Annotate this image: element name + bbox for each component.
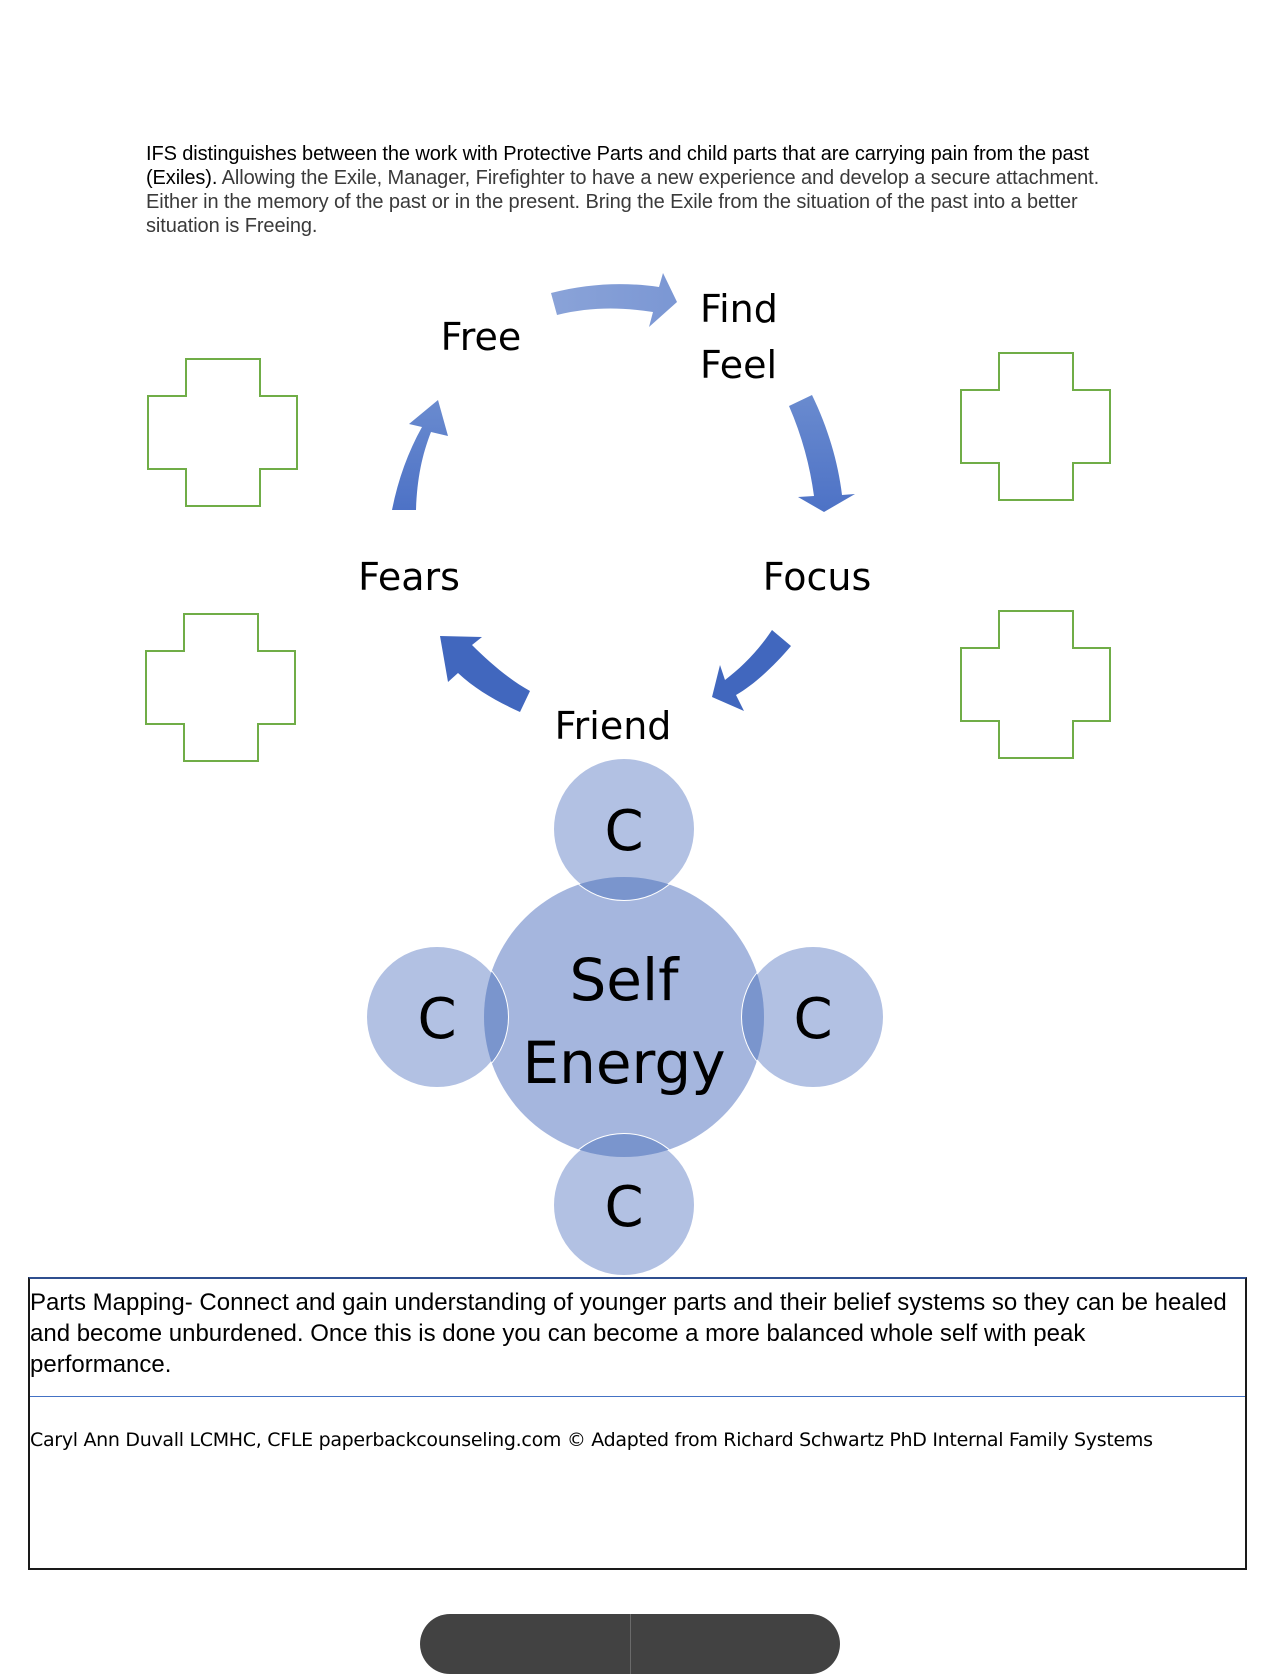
arrow-friend-to-fears-icon bbox=[440, 636, 530, 712]
cross-icon-top-right bbox=[960, 352, 1111, 501]
cross-shapes bbox=[145, 352, 1111, 762]
cross-icon-top-left bbox=[147, 358, 298, 507]
self-energy-label-line2: Energy bbox=[522, 1029, 725, 1097]
self-energy-circle bbox=[484, 877, 764, 1157]
satellite-label-right: C bbox=[793, 987, 832, 1052]
floating-toolbar[interactable] bbox=[420, 1614, 840, 1674]
arrow-focus-to-friend-icon bbox=[712, 630, 791, 711]
toolbar-left-segment[interactable] bbox=[420, 1614, 630, 1674]
intro-lead-sentence: IFS distinguishes between the work with … bbox=[146, 143, 1089, 189]
cycle-step-find: Find bbox=[700, 287, 778, 331]
self-energy-label-line1: Self bbox=[569, 946, 680, 1014]
cycle-arrows bbox=[392, 273, 855, 712]
arrow-free-to-find-icon bbox=[551, 273, 677, 327]
cycle-step-feel: Feel bbox=[700, 343, 777, 387]
cross-icon-bottom-left bbox=[145, 613, 296, 762]
credit-line: Caryl Ann Duvall LCMHC, CFLE paperbackco… bbox=[30, 1429, 1153, 1451]
satellite-label-top: C bbox=[604, 799, 643, 864]
cycle-step-focus: Focus bbox=[763, 555, 872, 599]
arrow-fears-to-free-icon bbox=[392, 400, 448, 510]
satellite-label-bottom: C bbox=[604, 1175, 643, 1240]
satellite-circles bbox=[365, 757, 885, 1277]
cross-icon-bottom-right bbox=[960, 610, 1111, 759]
arrow-feel-to-focus-icon bbox=[789, 395, 855, 512]
box-divider bbox=[30, 1396, 1245, 1397]
cycle-step-free: Free bbox=[441, 315, 522, 359]
intro-paragraph: IFS distinguishes between the work with … bbox=[146, 142, 1106, 238]
parts-mapping-description: Parts Mapping- Connect and gain understa… bbox=[30, 1289, 1227, 1378]
cycle-step-fears: Fears bbox=[358, 555, 460, 599]
toolbar-right-segment[interactable] bbox=[629, 1614, 841, 1674]
self-energy-cluster: Self Energy C C C C bbox=[365, 757, 885, 1277]
satellite-label-left: C bbox=[417, 987, 456, 1052]
intro-rest: Allowing the Exile, Manager, Firefighter… bbox=[146, 167, 1100, 237]
parts-mapping-box: Parts Mapping- Connect and gain understa… bbox=[28, 1277, 1247, 1570]
cycle-step-friend: Friend bbox=[555, 704, 672, 748]
